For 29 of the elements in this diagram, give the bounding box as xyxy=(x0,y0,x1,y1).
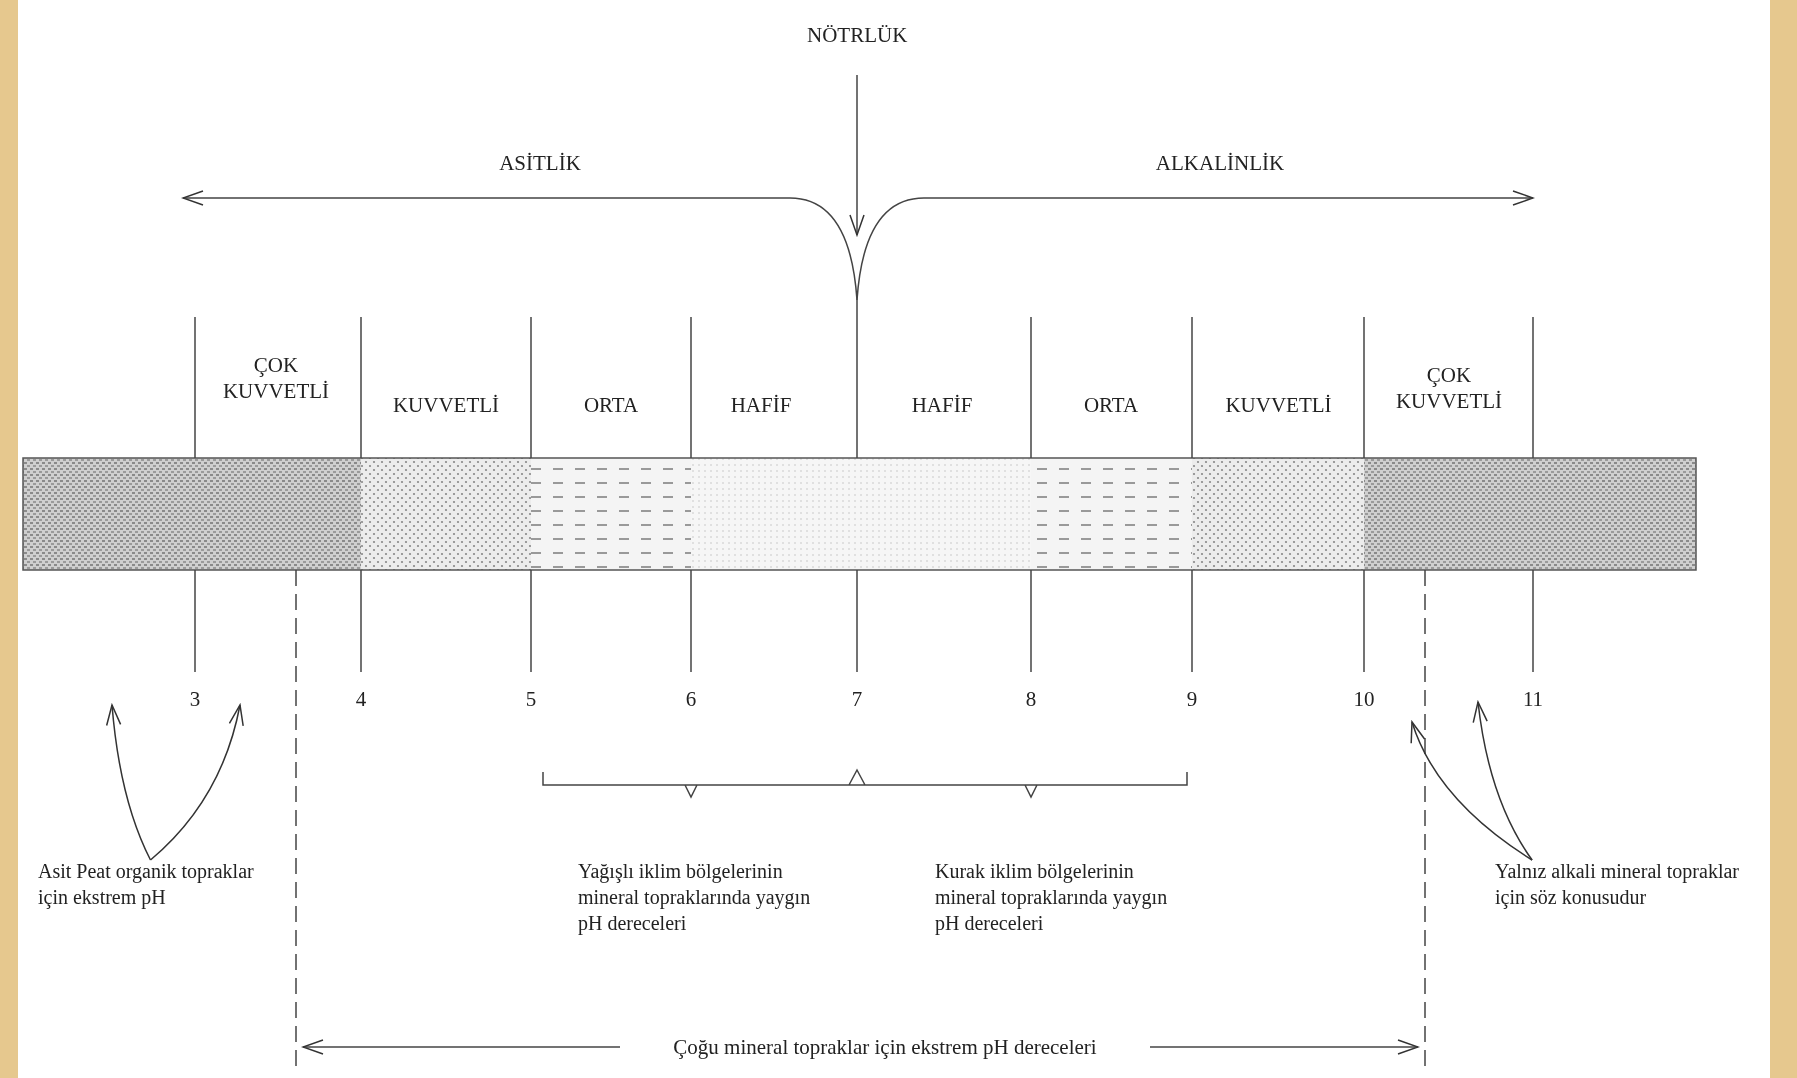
band-label: HAFİF xyxy=(910,392,974,418)
scale-number: 11 xyxy=(1521,686,1545,712)
scale-number: 9 xyxy=(1185,686,1199,712)
band-label: ORTA xyxy=(582,392,640,418)
scale-number: 6 xyxy=(684,686,698,712)
band-label: KUVVETLİ xyxy=(1224,392,1333,418)
band-label: ÇOK KUVVETLİ xyxy=(1394,362,1504,414)
heading-label: NÖTRLÜK xyxy=(807,22,907,48)
direction-label: ALKALİNLİK xyxy=(1154,150,1286,176)
band-label: ORTA xyxy=(1082,392,1140,418)
leader-arrow xyxy=(106,704,152,861)
note-text: Asit Peat organik topraklar için ekstrem pH xyxy=(38,858,288,910)
leader-arrow xyxy=(1472,701,1533,861)
note-text: Yalnız alkali mineral topraklar için söz konusudur xyxy=(1495,858,1760,910)
band-label: KUVVETLİ xyxy=(391,392,501,418)
scale-number: 7 xyxy=(850,686,864,712)
scale-number: 8 xyxy=(1024,686,1038,712)
band-label: HAFİF xyxy=(729,392,793,418)
scale-number: 3 xyxy=(188,686,202,712)
dimension-label: Çoğu mineral topraklar için ekstrem pH dereceleri xyxy=(672,1034,1098,1060)
direction-label: ASİTLİK xyxy=(498,150,582,176)
scale-number: 4 xyxy=(354,686,368,712)
leader-arrow xyxy=(149,704,244,861)
scale-number: 5 xyxy=(524,686,538,712)
band-label: ÇOK KUVVETLİ xyxy=(221,352,331,404)
note-text: Yağışlı iklim bölgelerinin mineral topraklarında yaygın pH dereceleri xyxy=(578,859,812,936)
note-text: Kurak iklim bölgelerinin mineral topraklarında yaygın pH dereceleri xyxy=(935,859,1169,936)
scale-number: 10 xyxy=(1352,686,1376,712)
leader-arrow xyxy=(1411,721,1533,861)
